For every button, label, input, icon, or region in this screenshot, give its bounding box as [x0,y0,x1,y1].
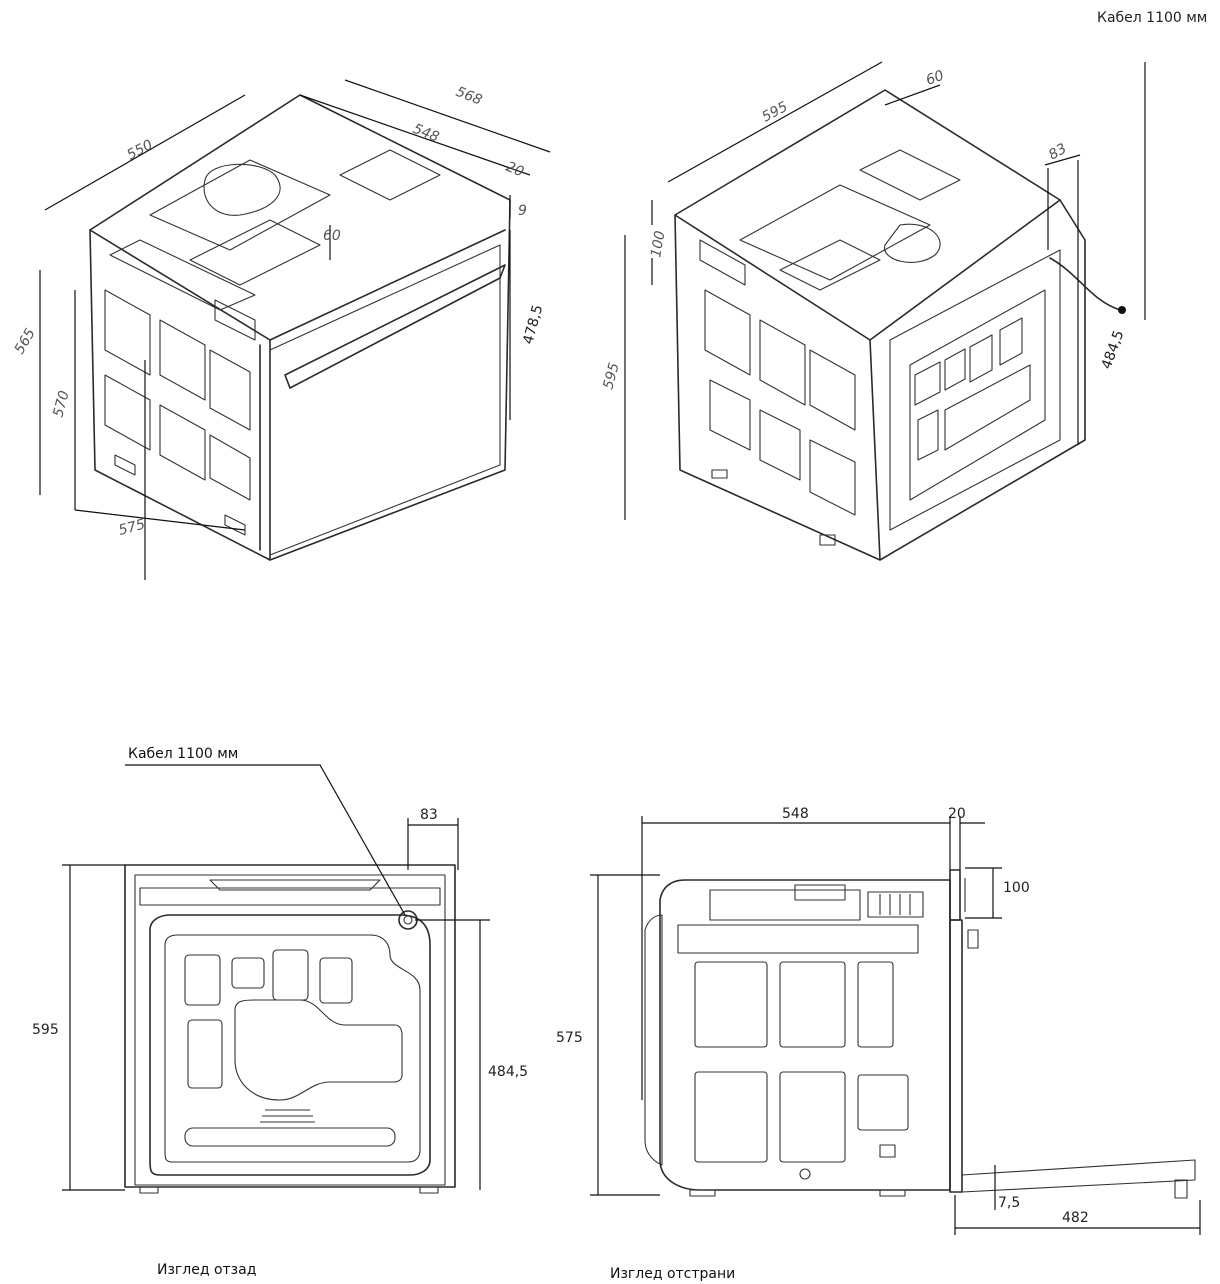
dim-rear-front: 100 [648,230,668,259]
side-view [590,816,1201,1235]
dim-rear-view-socket: 484,5 [488,1064,528,1080]
caption-side-view: Изглед отстрани [610,1266,735,1282]
dim-depth-total: 568 [454,84,485,109]
dim-base: 575 [117,516,147,538]
dim-rear-offset: 83 [1046,141,1069,164]
dim-side-panel: 100 [1003,880,1030,896]
dim-vent: 60 [323,228,341,244]
dim-side-door-open: 482 [1062,1210,1089,1226]
dim-width: 550 [124,137,155,164]
dim-side-foot: 7,5 [998,1195,1020,1211]
dim-gap: 9 [518,203,527,219]
isometric-rear-view [624,61,1146,561]
dim-side-front: 20 [948,806,966,822]
isometric-front-view [39,79,551,580]
dim-front: 20 [504,159,527,181]
dim-side-depth: 548 [782,806,809,822]
dim-rear-top: 60 [924,68,946,89]
dim-height-inner: 570 [50,389,72,419]
cable-label-top: Кабел 1100 мм [1097,10,1207,26]
cable-label-rear: Кабел 1100 мм [128,746,238,762]
dim-rear-view-offset: 83 [420,807,438,823]
dim-depth: 548 [411,121,442,146]
dim-rear-socket: 484,5 [1099,328,1128,371]
dim-height-left: 565 [12,326,39,357]
dim-door: 478,5 [520,303,546,346]
dim-side-height: 575 [556,1030,583,1046]
dim-rear-height: 595 [600,361,622,391]
dim-rear-view-height: 595 [32,1022,59,1038]
caption-rear-view: Изглед отзад [157,1262,256,1278]
rear-view [62,764,490,1194]
